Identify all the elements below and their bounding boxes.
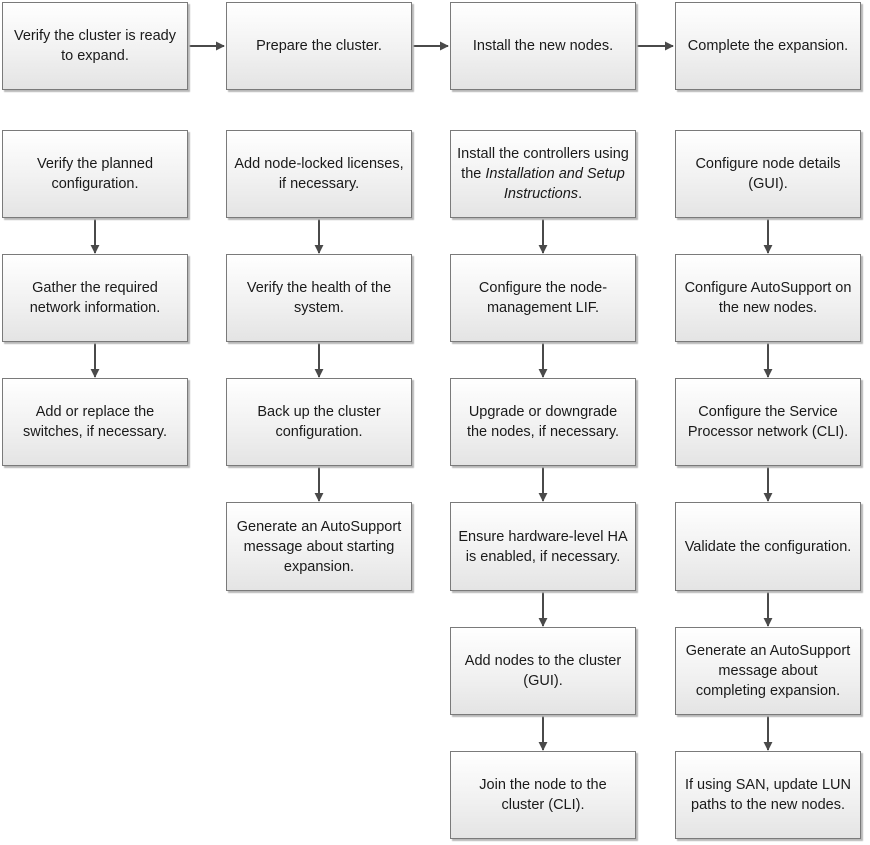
step-label-pre: Install the controllers using the xyxy=(457,146,629,182)
stage-complete-expansion: Complete the expansion. xyxy=(675,2,861,90)
step-label: Add node-locked licenses, if necessary. xyxy=(234,156,404,192)
step-label: Back up the cluster configuration. xyxy=(257,404,381,440)
stage-label: Prepare the cluster. xyxy=(256,38,382,54)
step-add-node-locked-licenses: Add node-locked licenses, if necessary. xyxy=(226,130,412,218)
step-label-doc-title: Installation and Setup Instructions xyxy=(485,166,625,202)
step-label: Verify the health of the system. xyxy=(246,280,392,316)
step-verify-planned-configuration: Verify the planned configuration. xyxy=(2,130,188,218)
stage-prepare-cluster: Prepare the cluster. xyxy=(226,2,412,90)
step-upgrade-downgrade-nodes: Upgrade or downgrade the nodes, if neces… xyxy=(450,378,636,466)
step-generate-autosupport-start: Generate an AutoSupport message about st… xyxy=(226,502,412,591)
step-add-nodes-gui: Add nodes to the cluster (GUI). xyxy=(450,627,636,715)
step-label: Validate the configuration. xyxy=(684,538,852,555)
step-configure-node-details: Configure node details (GUI). xyxy=(675,130,861,218)
step-label: Join the node to the cluster (CLI). xyxy=(479,777,607,813)
step-add-replace-switches: Add or replace the switches, if necessar… xyxy=(2,378,188,466)
step-install-controllers: Install the controllers using the Instal… xyxy=(450,130,636,218)
step-label: Generate an AutoSupport message about st… xyxy=(236,518,402,575)
step-label: Gather the required network information. xyxy=(29,280,161,316)
step-back-up-cluster-configuration: Back up the cluster configuration. xyxy=(226,378,412,466)
step-gather-network-information: Gather the required network information. xyxy=(2,254,188,342)
step-ensure-hardware-ha: Ensure hardware-level HA is enabled, if … xyxy=(450,502,636,591)
step-label: Add or replace the switches, if necessar… xyxy=(23,404,167,440)
step-label: Configure AutoSupport on the new nodes. xyxy=(684,280,852,316)
step-join-node-cli: Join the node to the cluster (CLI). xyxy=(450,751,636,839)
step-verify-system-health: Verify the health of the system. xyxy=(226,254,412,342)
step-label: Verify the planned configuration. xyxy=(36,156,154,192)
step-label: Install the controllers using the Instal… xyxy=(457,144,629,204)
step-update-lun-paths: If using SAN, update LUN paths to the ne… xyxy=(675,751,861,839)
step-configure-node-management-lif: Configure the node-management LIF. xyxy=(450,254,636,342)
stage-label: Complete the expansion. xyxy=(687,38,849,54)
step-generate-autosupport-complete: Generate an AutoSupport message about co… xyxy=(675,627,861,715)
step-configure-service-processor: Configure the Service Processor network … xyxy=(675,378,861,466)
step-label: Configure the node-management LIF. xyxy=(478,280,608,316)
step-label: Configure node details (GUI). xyxy=(695,156,841,192)
step-configure-autosupport: Configure AutoSupport on the new nodes. xyxy=(675,254,861,342)
step-label: Add nodes to the cluster (GUI). xyxy=(464,653,622,689)
stage-label: Install the new nodes. xyxy=(472,38,614,54)
step-label: Generate an AutoSupport message about co… xyxy=(685,643,851,699)
step-validate-configuration: Validate the configuration. xyxy=(675,502,861,591)
step-label: Ensure hardware-level HA is enabled, if … xyxy=(458,528,628,565)
stage-label: Verify the cluster is ready to expand. xyxy=(14,28,176,64)
stage-verify-cluster-ready: Verify the cluster is ready to expand. xyxy=(2,2,188,90)
step-label-post: . xyxy=(578,186,583,202)
stage-install-new-nodes: Install the new nodes. xyxy=(450,2,636,90)
step-label: If using SAN, update LUN paths to the ne… xyxy=(684,777,852,813)
step-label: Configure the Service Processor network … xyxy=(687,404,849,440)
step-label: Upgrade or downgrade the nodes, if neces… xyxy=(466,404,620,440)
